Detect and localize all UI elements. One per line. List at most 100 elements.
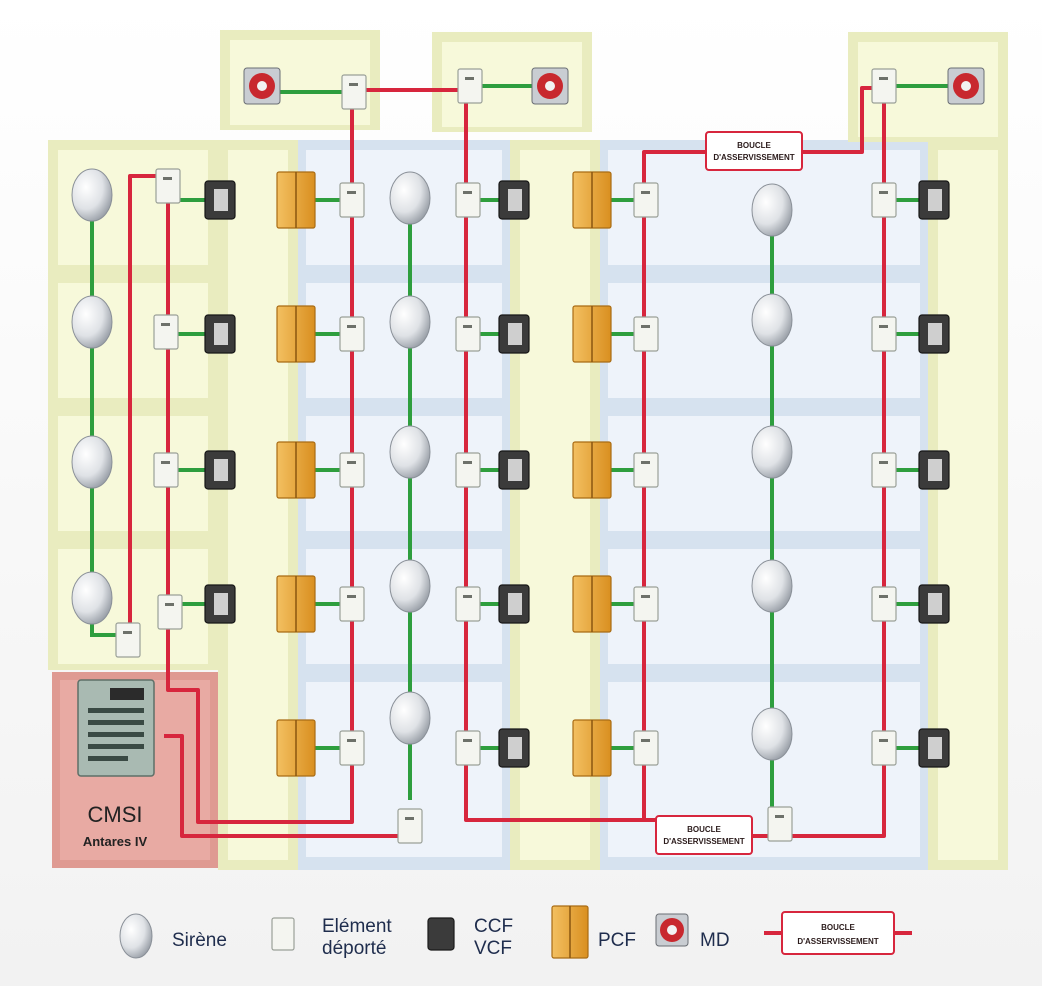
legend-md-icon-hub <box>667 925 677 935</box>
remote-element-icon <box>872 587 896 621</box>
siren-icon <box>752 294 792 346</box>
remote-element-icon <box>154 453 178 487</box>
siren-icon <box>752 426 792 478</box>
ccf-vcf-icon-vent <box>214 593 228 615</box>
remote-element-icon <box>340 587 364 621</box>
remote-element-icon <box>340 183 364 217</box>
remote-element-icon <box>154 315 178 349</box>
siren-icon <box>72 169 112 221</box>
legend-element-icon <box>272 918 294 950</box>
remote-element-icon-mark <box>641 325 650 328</box>
ccf-vcf-icon-vent <box>928 323 942 345</box>
siren-icon <box>390 692 430 744</box>
remote-element-icon-mark <box>161 323 170 326</box>
remote-element-icon <box>456 183 480 217</box>
md-icon-hub <box>545 81 555 91</box>
remote-element-icon <box>456 317 480 351</box>
remote-element-icon-mark <box>879 325 888 328</box>
cmsi-panel <box>78 680 154 776</box>
remote-element-icon-mark <box>775 815 784 818</box>
remote-element-icon-mark <box>879 461 888 464</box>
siren-icon <box>390 172 430 224</box>
remote-element-icon-mark <box>347 191 356 194</box>
legend-md: MD <box>700 930 730 951</box>
remote-element-icon-mark <box>641 461 650 464</box>
remote-element-icon-mark <box>641 595 650 598</box>
cmsi-subtitle: Antares IV <box>83 834 148 849</box>
remote-element-icon <box>398 809 422 843</box>
remote-element-icon <box>456 453 480 487</box>
remote-element-icon-mark <box>879 77 888 80</box>
remote-element-icon-mark <box>165 603 174 606</box>
remote-element-icon-mark <box>879 739 888 742</box>
cmsi-panel-row <box>88 720 144 725</box>
remote-element-icon <box>340 453 364 487</box>
remote-element-icon <box>456 587 480 621</box>
boucle-label-top-box <box>706 132 802 170</box>
remote-element-icon-mark <box>463 739 472 742</box>
remote-element-icon-mark <box>347 595 356 598</box>
siren-icon <box>752 560 792 612</box>
boucle-label-bottom-line2: D'ASSERVISSEMENT <box>663 837 744 846</box>
ccf-vcf-icon-vent <box>214 459 228 481</box>
remote-element-icon <box>768 807 792 841</box>
siren-icon <box>72 436 112 488</box>
ccf-vcf-icon-vent <box>508 593 522 615</box>
md-icon-hub <box>961 81 971 91</box>
cmsi-panel-row <box>88 756 128 761</box>
remote-element-icon-mark <box>879 191 888 194</box>
cmsi-panel-row <box>88 708 144 713</box>
legend-pcf: PCF <box>598 930 636 951</box>
boucle-label-top-line2: D'ASSERVISSEMENT <box>713 153 794 162</box>
legend-element-line2: déporté <box>322 938 386 959</box>
siren-icon <box>72 572 112 624</box>
remote-element-icon-mark <box>123 631 132 634</box>
ccf-vcf-icon-vent <box>508 459 522 481</box>
ccf-vcf-icon-vent <box>928 737 942 759</box>
cmsi-panel-display <box>110 688 144 700</box>
remote-element-icon-mark <box>347 325 356 328</box>
ccf-vcf-icon-vent <box>508 737 522 759</box>
cmsi-panel-row <box>88 744 144 749</box>
remote-element-icon <box>634 587 658 621</box>
cmsi-title: CMSI <box>88 802 143 827</box>
ccf-vcf-icon-vent <box>508 189 522 211</box>
legend-ccf-icon <box>428 918 454 950</box>
ccf-vcf-icon-vent <box>508 323 522 345</box>
siren-icon <box>752 184 792 236</box>
legend-boucle-line1: BOUCLE <box>821 923 855 932</box>
legend-element-line1: Elément <box>322 916 392 937</box>
remote-element-icon-mark <box>161 461 170 464</box>
remote-element-icon-mark <box>463 461 472 464</box>
remote-element-icon <box>872 731 896 765</box>
boucle-label-bottom: BOUCLE D'ASSERVISSEMENT <box>656 816 752 854</box>
legend-ccf-line2: VCF <box>474 938 512 959</box>
legend-siren-icon <box>120 914 152 958</box>
remote-element-icon-mark <box>641 739 650 742</box>
remote-element-icon <box>342 75 366 109</box>
boucle-label-top: BOUCLE D'ASSERVISSEMENT <box>706 132 802 170</box>
hall-2-floor-5 <box>608 682 920 857</box>
ccf-vcf-icon-vent <box>928 593 942 615</box>
remote-element-icon <box>634 183 658 217</box>
remote-element-icon <box>458 69 482 103</box>
siren-icon <box>72 296 112 348</box>
remote-element-icon <box>872 453 896 487</box>
ccf-vcf-icon-vent <box>928 189 942 211</box>
boucle-label-bottom-line1: BOUCLE <box>687 825 721 834</box>
md-icon-hub <box>257 81 267 91</box>
remote-element-icon <box>158 595 182 629</box>
remote-element-icon <box>456 731 480 765</box>
siren-icon <box>752 708 792 760</box>
boucle-label-top-line1: BOUCLE <box>737 141 771 150</box>
remote-element-icon <box>634 317 658 351</box>
remote-element-icon <box>340 317 364 351</box>
ccf-vcf-icon-vent <box>214 323 228 345</box>
remote-element-icon <box>156 169 180 203</box>
ccf-vcf-icon-vent <box>928 459 942 481</box>
remote-element-icon-mark <box>465 77 474 80</box>
remote-element-icon <box>634 453 658 487</box>
legend-sirene: Sirène <box>172 930 227 951</box>
remote-element-icon-mark <box>463 191 472 194</box>
